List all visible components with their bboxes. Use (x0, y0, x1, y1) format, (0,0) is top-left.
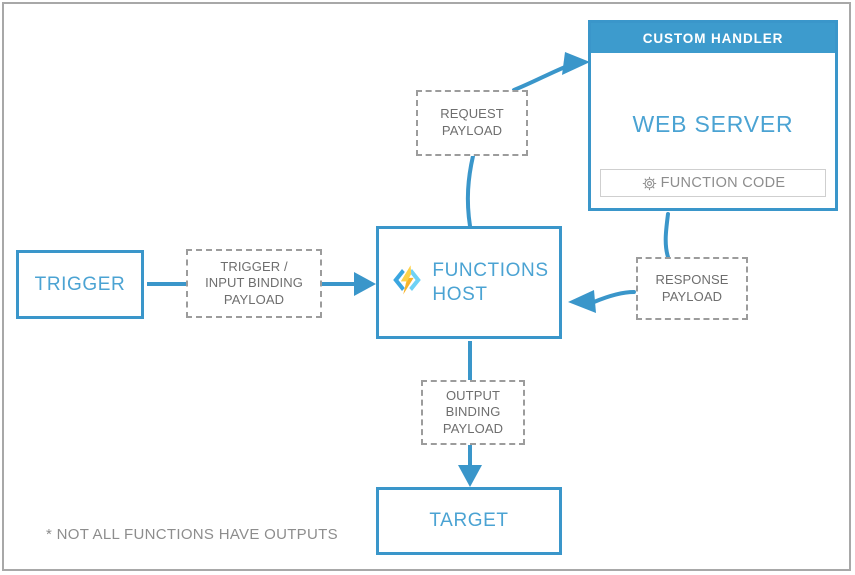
functions-host-label-line-2: HOST (432, 283, 488, 305)
request-payload-line-2: PAYLOAD (441, 123, 503, 138)
trigger-payload-line-1: TRIGGER / (220, 258, 288, 274)
web-server-label: WEB SERVER (632, 111, 794, 137)
trigger-payload-line-2: INPUT BINDING (205, 275, 303, 291)
custom-handler-header: CUSTOM HANDLER (591, 23, 835, 53)
functions-host-label-line-1: FUNCTIONS (432, 259, 549, 281)
response-payload-line-1: RESPONSE (655, 271, 729, 287)
request-payload-node: REQUEST PAYLOAD (416, 90, 528, 156)
azure-functions-logo-icon (389, 262, 425, 303)
trigger-input-binding-payload-node: TRIGGER / INPUT BINDING PAYLOAD (186, 249, 322, 318)
custom-handler-node: CUSTOM HANDLER WEB SERVER FUNCTION CODE (588, 20, 838, 211)
footnote-text: * NOT ALL FUNCTIONS HAVE OUTPUTS (46, 526, 338, 543)
trigger-label: TRIGGER (34, 273, 126, 295)
request-payload-line-1: REQUEST (440, 106, 504, 122)
target-label: TARGET (429, 510, 509, 532)
functions-host-label: FUNCTIONS HOST (432, 259, 548, 307)
output-payload-line-2: BINDING (445, 404, 501, 420)
gear-icon (641, 175, 658, 192)
trigger-payload-line-3: PAYLOAD (223, 291, 285, 307)
output-binding-payload-node: OUTPUT BINDING PAYLOAD (421, 380, 525, 445)
function-code-node: FUNCTION CODE (600, 169, 826, 197)
output-payload-line-3: PAYLOAD (442, 420, 504, 436)
response-payload-line-2: PAYLOAD (661, 288, 723, 304)
target-node: TARGET (376, 487, 562, 555)
function-code-label: FUNCTION CODE (660, 175, 786, 191)
trigger-node: TRIGGER (16, 250, 144, 319)
custom-handler-body: WEB SERVER FUNCTION CODE (591, 53, 835, 208)
functions-host-node: FUNCTIONS HOST (376, 226, 562, 339)
response-payload-node: RESPONSE PAYLOAD (636, 257, 748, 320)
output-payload-line-1: OUTPUT (445, 387, 501, 403)
